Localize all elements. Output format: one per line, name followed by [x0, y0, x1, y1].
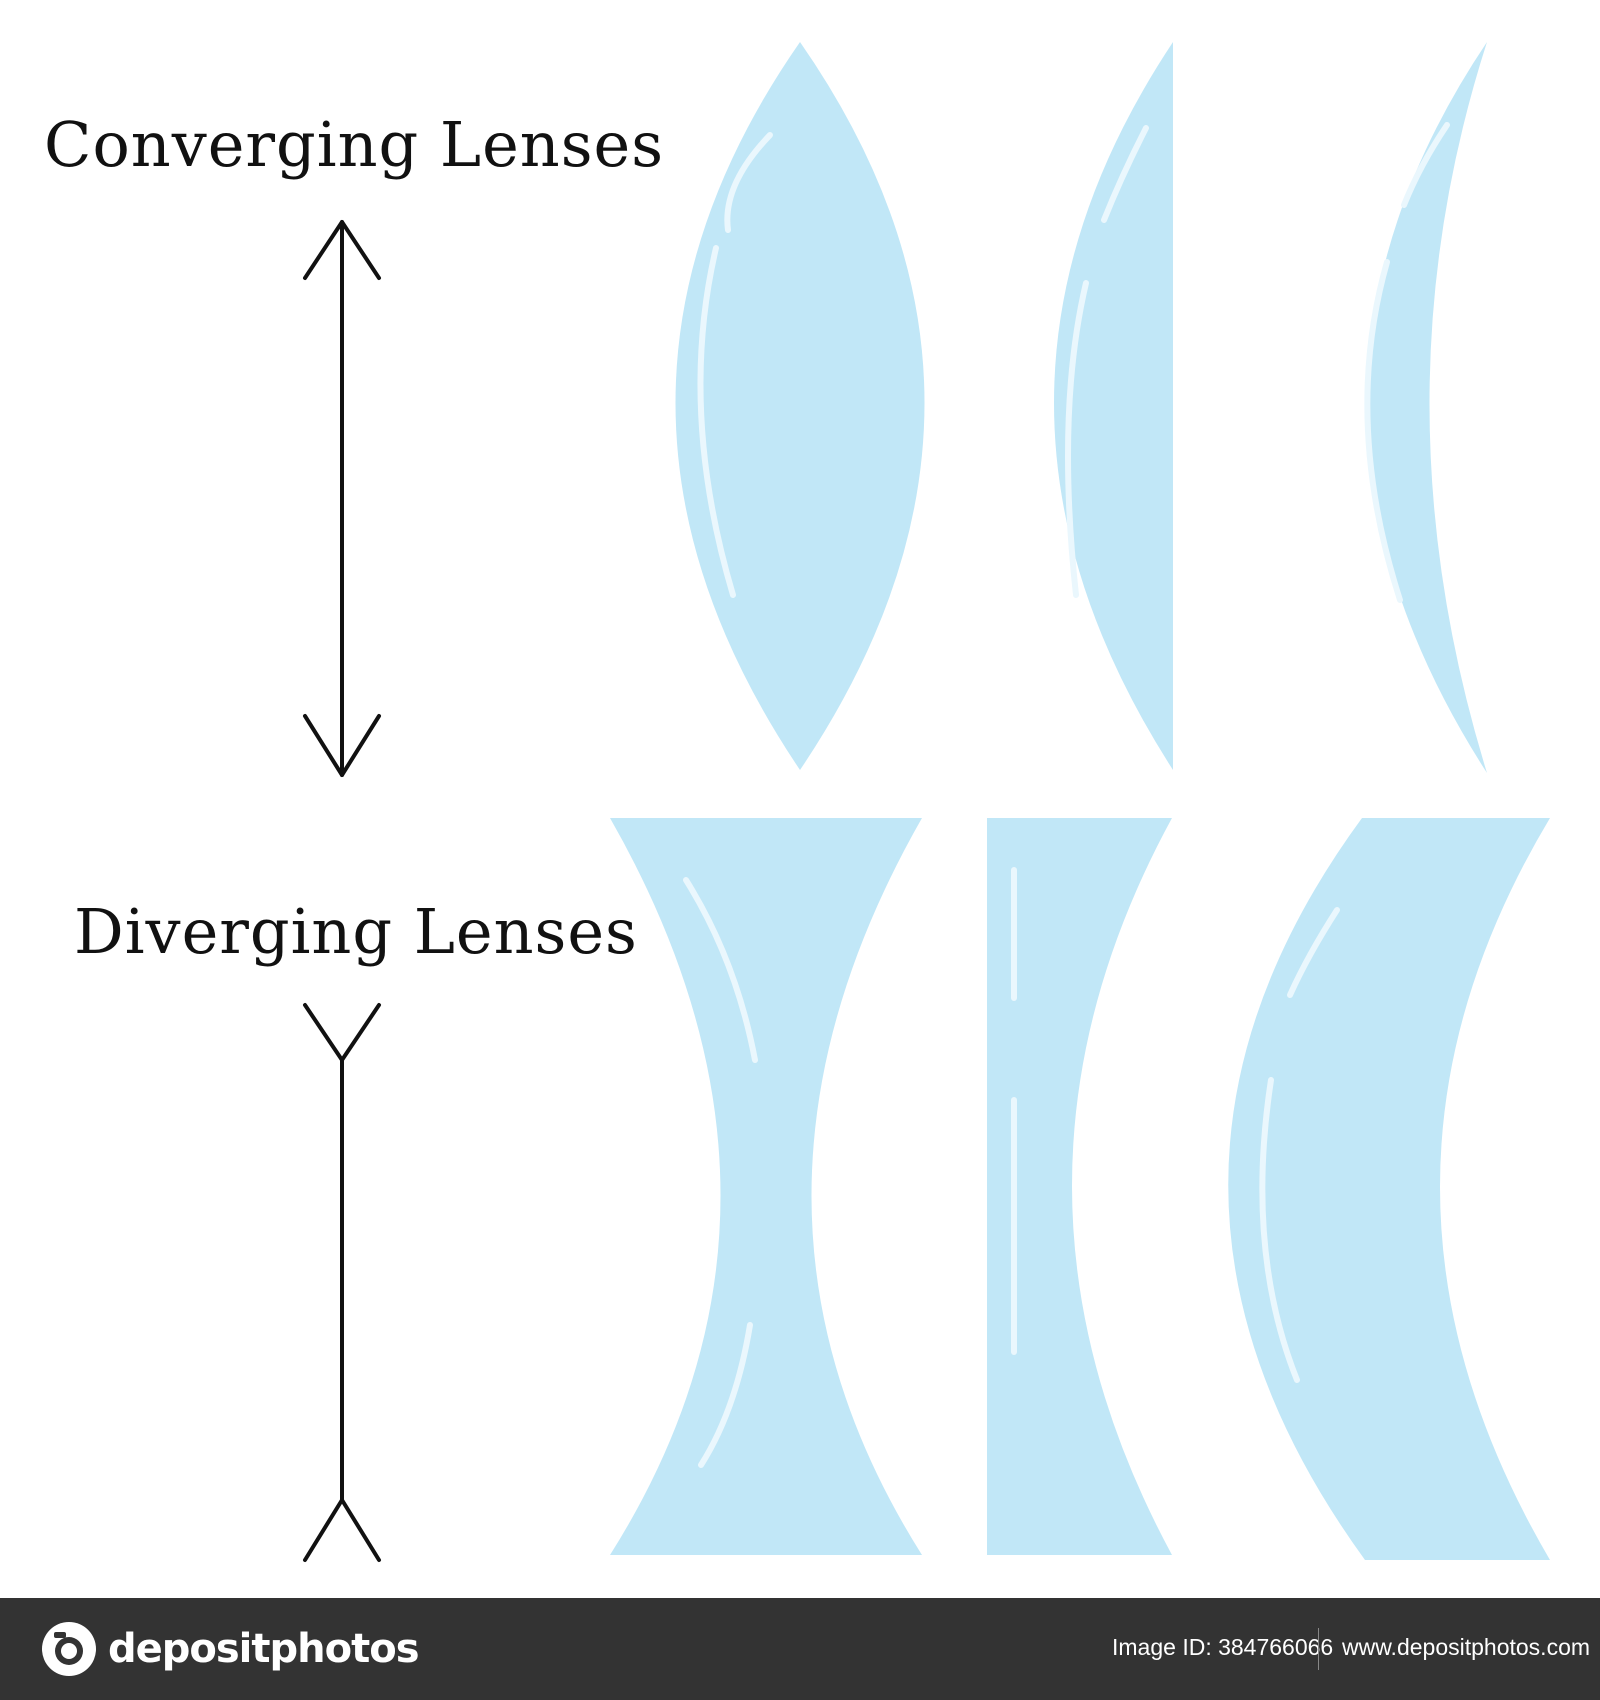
site-url-link[interactable]: www.depositphotos.com [1342, 1634, 1591, 1660]
biconvex-lens [675, 42, 925, 770]
converging-lenses-label: Converging Lenses [44, 108, 665, 181]
diverging-lens-symbol [303, 1003, 381, 1562]
plano-convex-lens [1054, 42, 1173, 770]
stock-footer-bar: depositphotos Image ID: 384766066 www.de… [0, 1598, 1600, 1700]
camera-logo-icon [42, 1622, 96, 1676]
brand-logo[interactable]: depositphotos [40, 1620, 420, 1678]
lens-diagram [303, 42, 1550, 1562]
plano-concave-lens [987, 818, 1172, 1555]
positive-meniscus-lens [1364, 42, 1487, 773]
converging-lens-symbol [303, 220, 381, 777]
negative-meniscus-lens [1228, 818, 1550, 1560]
brand-name: depositphotos [108, 1626, 420, 1672]
diverging-lenses-label: Diverging Lenses [74, 895, 638, 968]
footer-divider [1318, 1628, 1319, 1670]
biconcave-lens [610, 818, 922, 1555]
image-id-text: Image ID: 384766066 [1112, 1634, 1334, 1660]
